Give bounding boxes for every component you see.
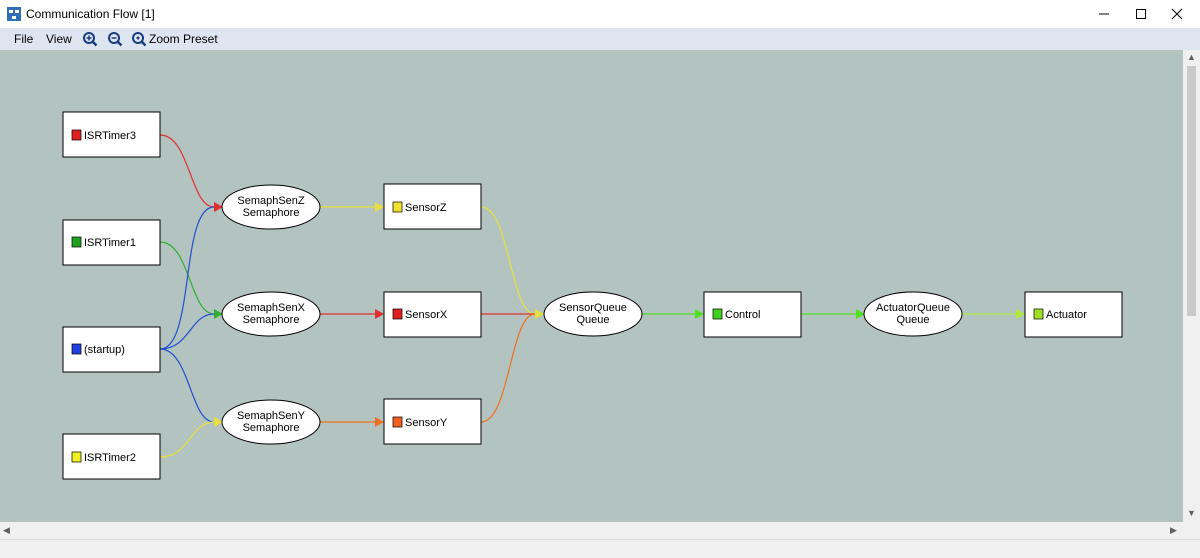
zoom-in-icon[interactable]	[82, 31, 98, 47]
node-type: Queue	[896, 314, 929, 326]
edge-sensory-sensorqueue	[480, 313, 536, 423]
scroll-left-icon[interactable]: ◀	[3, 525, 10, 535]
task-color-swatch	[392, 416, 403, 428]
queue-node-sensorqueue[interactable]: SensorQueue Queue	[543, 291, 643, 337]
edge-startup-semaphsenz	[159, 206, 215, 350]
vertical-scrollbar[interactable]: ▲ ▼	[1183, 50, 1200, 522]
task-label: SensorY	[405, 417, 448, 429]
task-color-swatch	[71, 343, 82, 355]
queue-node-actuatorqueue[interactable]: ActuatorQueue Queue	[863, 291, 963, 337]
task-node-actuator[interactable]: Actuator	[1024, 291, 1123, 338]
task-label: SensorX	[405, 309, 448, 321]
flow-diagram-icon	[7, 7, 21, 21]
zoom-preset-icon[interactable]	[131, 31, 147, 47]
close-button[interactable]	[1154, 0, 1200, 28]
task-node-isrtimer3[interactable]: ISRTimer3	[62, 111, 161, 158]
node-name: SemaphSenX	[237, 302, 306, 314]
node-type: Queue	[576, 314, 609, 326]
task-node-control[interactable]: Control	[703, 291, 802, 338]
minimize-button[interactable]	[1081, 0, 1127, 28]
node-name: SemaphSenZ	[237, 195, 305, 207]
node-name: ActuatorQueue	[876, 302, 950, 314]
semaphore-node-semaphsenx[interactable]: SemaphSenX Semaphore	[221, 291, 321, 337]
task-color-swatch	[1033, 308, 1044, 320]
scroll-up-icon[interactable]: ▲	[1187, 52, 1196, 62]
task-color-swatch	[71, 129, 82, 141]
semaphore-node-semaphsenz[interactable]: SemaphSenZ Semaphore	[221, 184, 321, 230]
arrowhead	[375, 309, 384, 319]
task-node-isrtimer2[interactable]: ISRTimer2	[62, 433, 161, 480]
zoom-preset-button[interactable]: Zoom Preset	[149, 32, 218, 46]
arrowhead	[375, 417, 384, 427]
title-bar: Communication Flow [1]	[0, 0, 1200, 28]
arrowhead	[856, 309, 865, 319]
node-type: Semaphore	[243, 207, 300, 219]
edge-startup-semaphseny	[159, 348, 215, 423]
task-node-sensorx[interactable]: SensorX	[383, 291, 482, 338]
semaphore-node-semaphseny[interactable]: SemaphSenY Semaphore	[221, 399, 321, 445]
task-label: ISRTimer1	[84, 237, 136, 249]
task-color-swatch	[712, 308, 723, 320]
menu-bar: File View Zoom Preset	[0, 28, 1200, 50]
arrowhead	[695, 309, 704, 319]
maximize-button[interactable]	[1118, 0, 1164, 28]
arrowhead	[375, 202, 384, 212]
arrowhead	[535, 309, 544, 319]
task-label: ISRTimer2	[84, 452, 136, 464]
arrowhead	[214, 202, 223, 212]
close-icon	[1171, 8, 1183, 20]
task-node-isrtimer1[interactable]: ISRTimer1	[62, 219, 161, 266]
status-bar	[0, 539, 1200, 558]
task-node-sensory[interactable]: SensorY	[383, 398, 482, 445]
maximize-icon	[1136, 9, 1146, 19]
scroll-down-icon[interactable]: ▼	[1187, 508, 1196, 518]
task-label: SensorZ	[405, 202, 447, 214]
arrowhead	[1016, 309, 1025, 319]
window-title: Communication Flow [1]	[26, 7, 155, 21]
node-name: SemaphSenY	[237, 410, 306, 422]
task-label: ISRTimer3	[84, 130, 136, 142]
horizontal-scrollbar[interactable]: ◀ ▶	[0, 522, 1183, 539]
task-node-startup[interactable]: (startup)	[62, 326, 161, 373]
menu-file[interactable]: File	[14, 32, 34, 46]
arrowhead	[214, 417, 223, 427]
vertical-scroll-thumb[interactable]	[1187, 66, 1196, 316]
node-type: Semaphore	[243, 422, 300, 434]
arrowhead	[214, 309, 223, 319]
flow-diagram: ISRTimer3 ISRTimer1 (startup) ISRTimer2 …	[62, 111, 1123, 480]
edge-isrtimer1-semaphsenx	[159, 241, 215, 315]
task-label: Actuator	[1046, 309, 1087, 321]
task-color-swatch	[392, 201, 403, 213]
edge-isrtimer2-semaphseny	[159, 421, 215, 458]
scroll-right-icon[interactable]: ▶	[1170, 525, 1177, 535]
task-color-swatch	[71, 236, 82, 248]
edge-sensorz-sensorqueue	[480, 206, 536, 315]
diagram-canvas[interactable]: ISRTimer3 ISRTimer1 (startup) ISRTimer2 …	[0, 50, 1183, 522]
task-label: Control	[725, 309, 760, 321]
node-name: SensorQueue	[559, 302, 627, 314]
edge-startup-semaphsenx	[159, 313, 215, 350]
task-color-swatch	[392, 308, 403, 320]
task-color-swatch	[71, 451, 82, 463]
node-type: Semaphore	[243, 314, 300, 326]
edge-isrtimer3-semaphsenz	[159, 134, 215, 208]
zoom-out-icon[interactable]	[107, 31, 123, 47]
minimize-icon	[1099, 13, 1109, 15]
task-label: (startup)	[84, 344, 125, 356]
menu-view[interactable]: View	[46, 32, 72, 46]
task-node-sensorz[interactable]: SensorZ	[383, 183, 482, 230]
